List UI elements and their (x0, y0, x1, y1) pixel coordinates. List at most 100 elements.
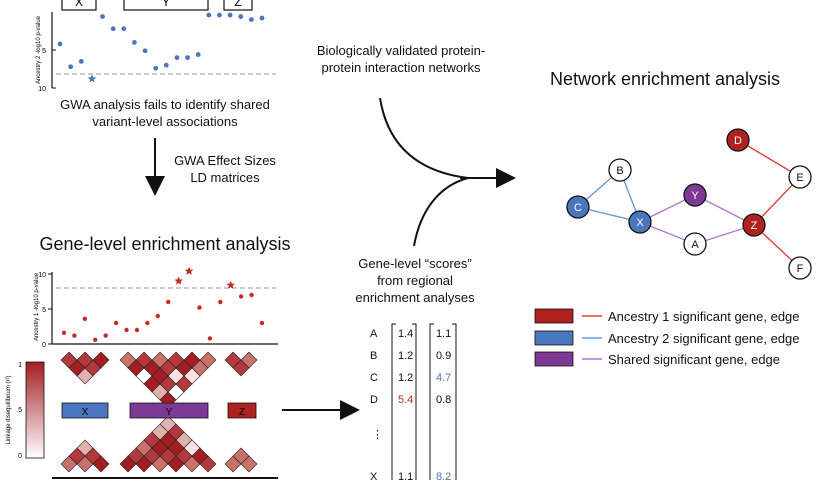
top-point (153, 65, 159, 71)
node-label-e: E (796, 172, 803, 184)
gene-point (197, 305, 202, 310)
network-title: Network enrichment analysis (549, 69, 781, 89)
ld-tick-half: .5 (16, 407, 22, 414)
gene-point (103, 333, 108, 338)
gene-point-star (174, 276, 183, 285)
node-b (608, 158, 632, 182)
top-gwa-plot: X Y Z 5 10 Ancestry 2 -log10 p-value (36, 0, 276, 93)
node-f (788, 256, 812, 280)
top-label-y: Y (162, 0, 170, 9)
node-d (726, 128, 750, 152)
gene-bars: X Y Z (61, 402, 257, 419)
score-gene: X (370, 471, 378, 483)
top-point (248, 17, 254, 22)
ld-colorbar: 1 .5 0 Linkage disequilibrium (r²) (6, 361, 45, 460)
top-point (132, 40, 137, 45)
legend-swatch-ancestry2 (534, 330, 574, 346)
top-points (57, 12, 265, 83)
score-gene: D (370, 394, 378, 406)
score-row: D 5.4 0.8 (366, 394, 462, 410)
top-point (174, 55, 180, 60)
curved-arrow-bottom (413, 177, 469, 247)
bracket-2-right (452, 323, 457, 480)
top-point (121, 26, 127, 32)
score-col2: 0.8 (436, 394, 452, 406)
top-point-star (87, 74, 97, 83)
gene-point (93, 337, 98, 342)
ld-cell-lower-x (76, 439, 94, 457)
score-brackets (391, 323, 457, 480)
gene-point (124, 327, 129, 333)
gene-point-star (226, 280, 235, 289)
ld-cell-lower-z (232, 447, 250, 465)
score-gene: B (370, 350, 378, 362)
node-e (788, 165, 812, 189)
gene-level-plot: 10 5 0 Ancestry 1 -log10 p-value (34, 266, 278, 349)
score-col2: 0.9 (436, 350, 452, 362)
score-col1: 5.4 (398, 394, 414, 406)
top-label-box-y (123, 0, 209, 11)
gene-bar-label-z: Z (239, 407, 245, 418)
top-tick-label-5: 5 (42, 48, 46, 55)
node-z (742, 213, 766, 237)
score-col1: 1.2 (398, 350, 414, 362)
gene-point (207, 336, 213, 341)
gene-bar-label-y: Y (166, 407, 173, 418)
score-col1: 1.4 (398, 328, 414, 340)
bracket-1-left (391, 323, 396, 480)
node-a (683, 232, 707, 256)
top-point (238, 14, 244, 19)
top-point (259, 15, 265, 21)
node-label-y: Y (691, 190, 699, 202)
ld-tick-1: 1 (18, 362, 22, 369)
score-col2: 4.7 (436, 372, 452, 384)
curved-arrow-top (379, 97, 469, 179)
ld-cell-lower-y (159, 415, 177, 433)
gene-point (259, 320, 265, 326)
score-row: ⋮ (366, 428, 462, 444)
top-point (100, 14, 105, 19)
ppi-label: Biologically validated protein-protein i… (316, 43, 486, 75)
top-label-box-z (223, 0, 253, 11)
legend-label-ancestry1: Ancestry 1 significant gene, edge (608, 309, 800, 324)
score-gene: A (370, 328, 378, 340)
top-point (217, 12, 222, 18)
ld-heatmaps (60, 351, 258, 473)
node-label-c: C (574, 202, 582, 214)
bracket-1-right (412, 323, 417, 480)
gene-level-title: Gene-level enrichment analysis (39, 234, 291, 254)
score-row: A 1.4 1.1 (366, 328, 462, 344)
gene-tick-label-10: 10 (38, 272, 46, 279)
ld-cell-upper-z (232, 359, 250, 377)
top-label-z: Z (234, 0, 241, 9)
top-point (57, 41, 63, 47)
score-col1: 1.2 (398, 372, 414, 384)
gene-point (61, 330, 67, 335)
ld-cell-upper-x (76, 367, 94, 385)
gene-bar-y (129, 402, 209, 419)
gene-point (82, 316, 88, 321)
top-point (195, 52, 201, 57)
gene-tick-label-0: 0 (42, 342, 46, 349)
score-row: X 1.1 8.2 (366, 471, 462, 487)
score-col2: 8.2 (436, 471, 452, 483)
score-col1: 1.1 (398, 471, 414, 483)
top-point (185, 55, 190, 60)
node-label-z: Z (751, 220, 758, 232)
gene-y-label: Ancestry 1 -log10 p-value (34, 272, 40, 341)
top-point (163, 62, 169, 68)
bracket-2-left (429, 323, 434, 480)
top-point (227, 12, 233, 18)
legend-swatch-ancestry1 (534, 308, 574, 324)
top-point (206, 12, 212, 18)
score-gene: ⋮ (372, 429, 383, 441)
gene-point (72, 333, 77, 338)
score-row: C 1.2 4.7 (366, 372, 462, 388)
edge-d-e (737, 139, 801, 178)
gene-tick-label-5: 5 (42, 307, 46, 314)
top-point (142, 48, 148, 54)
legend-label-ancestry2: Ancestry 2 significant gene, edge (608, 331, 800, 346)
top-point (68, 64, 74, 70)
ld-label: Linkage disequilibrium (r²) (6, 375, 12, 444)
